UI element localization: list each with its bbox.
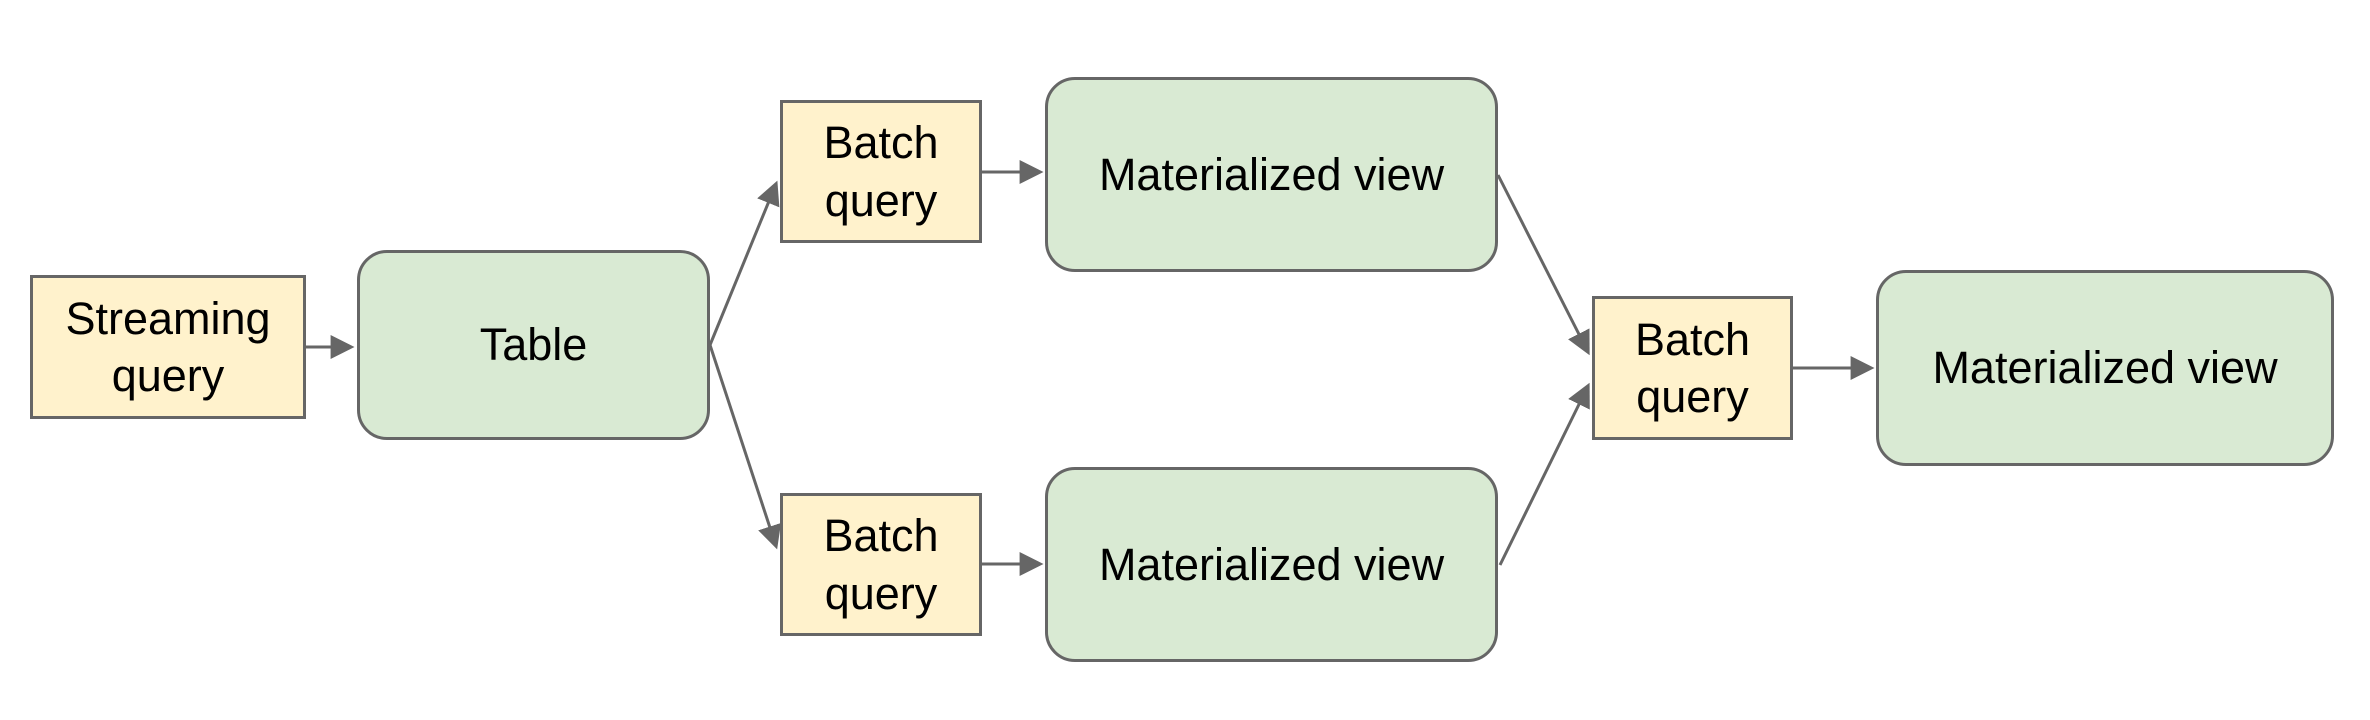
node-batch-query-top: Batch query: [780, 100, 982, 243]
edge-materialized-view-bottom-to-batch-query-right: [1498, 382, 1590, 566]
node-streaming-query: Streaming query: [30, 275, 306, 419]
edge-table-to-batch-query-top: [708, 180, 780, 346]
node-label: Batch query: [823, 117, 939, 226]
node-label: Materialized view: [1098, 148, 1445, 200]
node-label: Materialized view: [1932, 342, 2278, 394]
edge-materialized-view-top-to-batch-query-right: [1496, 174, 1590, 356]
node-label: Materialized view: [1098, 538, 1445, 590]
node-materialized-view-right: Materialized view: [1876, 270, 2334, 466]
node-label: Batch query: [1634, 313, 1751, 422]
edge-table-to-batch-query-bottom: [708, 344, 782, 550]
node-materialized-view-top: Materialized view: [1045, 77, 1498, 272]
node-label: Batch query: [823, 510, 939, 619]
node-table: Table: [357, 250, 710, 440]
node-materialized-view-bottom: Materialized view: [1045, 467, 1498, 662]
node-batch-query-bottom: Batch query: [780, 493, 982, 636]
node-batch-query-right: Batch query: [1592, 296, 1793, 440]
node-label: Table: [479, 319, 588, 371]
node-label: Streaming query: [65, 292, 271, 401]
